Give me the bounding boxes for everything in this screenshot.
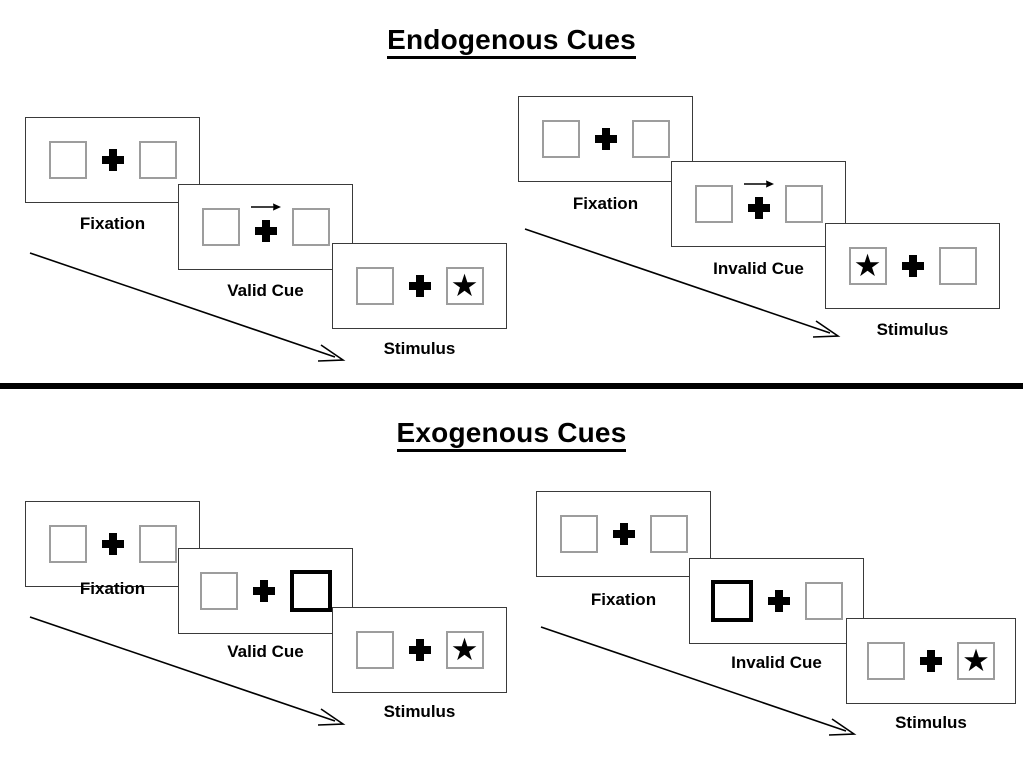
plus-icon bbox=[408, 639, 431, 661]
panel-exogenous-valid-fixation[interactable] bbox=[25, 501, 200, 587]
fixation-center bbox=[580, 110, 632, 168]
section-title-exogenous-text: Exogenous Cues bbox=[396, 417, 627, 452]
left-box[interactable] bbox=[48, 525, 87, 563]
right-box[interactable]: ★ bbox=[445, 631, 484, 669]
plus-icon bbox=[101, 533, 124, 555]
panel-endogenous-valid-fixation[interactable] bbox=[25, 117, 200, 203]
section-title-endogenous-text: Endogenous Cues bbox=[387, 24, 636, 59]
caption-endogenous-invalid-stimulus: Stimulus bbox=[876, 320, 949, 339]
fixation-center bbox=[238, 562, 290, 620]
time-arrow-endogenous-valid bbox=[29, 252, 346, 362]
fixation-center bbox=[753, 572, 805, 630]
caption-endogenous-valid-fixation: Fixation bbox=[79, 214, 146, 233]
star-icon: ★ bbox=[450, 267, 479, 303]
left-box[interactable] bbox=[48, 141, 87, 179]
plus-icon bbox=[901, 255, 924, 277]
section-divider bbox=[0, 383, 1023, 389]
plus-icon bbox=[408, 275, 431, 297]
left-box-cue-highlight[interactable] bbox=[710, 580, 753, 622]
panel-endogenous-valid-stimulus[interactable]: ★ bbox=[332, 243, 507, 329]
right-arrow-icon bbox=[250, 203, 281, 211]
fixation-center bbox=[394, 257, 446, 315]
left-box[interactable] bbox=[199, 572, 238, 610]
fixation-center bbox=[733, 175, 785, 233]
plus-icon bbox=[612, 523, 635, 545]
panel-endogenous-invalid-fixation[interactable] bbox=[518, 96, 693, 182]
star-icon: ★ bbox=[962, 642, 990, 678]
panel-exogenous-valid-stimulus[interactable]: ★ bbox=[332, 607, 507, 693]
caption-endogenous-valid-stimulus: Stimulus bbox=[383, 339, 456, 358]
right-box[interactable] bbox=[138, 525, 177, 563]
caption-endogenous-invalid-cue: Invalid Cue bbox=[713, 259, 804, 278]
left-box[interactable] bbox=[867, 642, 905, 680]
time-arrow-exogenous-invalid bbox=[540, 626, 857, 736]
fixation-center bbox=[905, 632, 957, 690]
panel-endogenous-invalid-stimulus[interactable]: ★ bbox=[825, 223, 1000, 309]
right-box[interactable] bbox=[631, 120, 670, 158]
panel-exogenous-valid-cue[interactable] bbox=[178, 548, 353, 634]
fixation-center bbox=[598, 505, 650, 563]
caption-exogenous-invalid-fixation: Fixation bbox=[590, 590, 657, 609]
plus-icon bbox=[254, 220, 277, 242]
right-arrow-icon bbox=[743, 180, 774, 188]
right-box[interactable] bbox=[138, 141, 177, 179]
caption-exogenous-valid-stimulus: Stimulus bbox=[383, 702, 456, 721]
caption-exogenous-valid-fixation: Fixation bbox=[79, 579, 146, 598]
panel-exogenous-invalid-stimulus[interactable]: ★ bbox=[846, 618, 1016, 704]
plus-icon bbox=[594, 128, 617, 150]
plus-icon bbox=[920, 650, 942, 672]
right-box[interactable] bbox=[784, 185, 823, 223]
caption-exogenous-invalid-stimulus: Stimulus bbox=[895, 713, 967, 732]
star-icon: ★ bbox=[450, 631, 479, 667]
star-icon: ★ bbox=[853, 247, 882, 283]
right-box[interactable] bbox=[649, 515, 688, 553]
fixation-center bbox=[87, 131, 139, 189]
caption-endogenous-invalid-fixation: Fixation bbox=[572, 194, 639, 213]
fixation-center bbox=[87, 515, 139, 573]
right-box-cue-highlight[interactable] bbox=[289, 570, 332, 612]
left-box[interactable] bbox=[541, 120, 580, 158]
plus-icon bbox=[101, 149, 124, 171]
left-box[interactable] bbox=[559, 515, 598, 553]
left-box[interactable]: ★ bbox=[848, 247, 887, 285]
section-title-endogenous: Endogenous Cues bbox=[0, 24, 1023, 59]
fixation-center bbox=[394, 621, 446, 679]
section-title-exogenous: Exogenous Cues bbox=[0, 417, 1023, 452]
fixation-center bbox=[240, 198, 292, 256]
time-arrow-endogenous-invalid bbox=[524, 228, 841, 338]
time-arrow-exogenous-valid bbox=[29, 616, 346, 726]
plus-icon bbox=[252, 580, 275, 602]
caption-exogenous-valid-cue: Valid Cue bbox=[227, 642, 304, 661]
left-box[interactable] bbox=[355, 631, 394, 669]
right-box[interactable] bbox=[291, 208, 330, 246]
panel-exogenous-invalid-fixation[interactable] bbox=[536, 491, 711, 577]
panel-exogenous-invalid-cue[interactable] bbox=[689, 558, 864, 644]
right-box[interactable]: ★ bbox=[445, 267, 484, 305]
left-box[interactable] bbox=[355, 267, 394, 305]
left-box[interactable] bbox=[201, 208, 240, 246]
panel-endogenous-invalid-cue[interactable] bbox=[671, 161, 846, 247]
left-box[interactable] bbox=[694, 185, 733, 223]
caption-exogenous-invalid-cue: Invalid Cue bbox=[731, 653, 822, 672]
plus-icon bbox=[767, 590, 790, 612]
fixation-center bbox=[887, 237, 939, 295]
caption-endogenous-valid-cue: Valid Cue bbox=[227, 281, 304, 300]
right-box[interactable] bbox=[804, 582, 843, 620]
panel-endogenous-valid-cue[interactable] bbox=[178, 184, 353, 270]
right-box[interactable]: ★ bbox=[957, 642, 995, 680]
plus-icon bbox=[747, 197, 770, 219]
right-box[interactable] bbox=[938, 247, 977, 285]
